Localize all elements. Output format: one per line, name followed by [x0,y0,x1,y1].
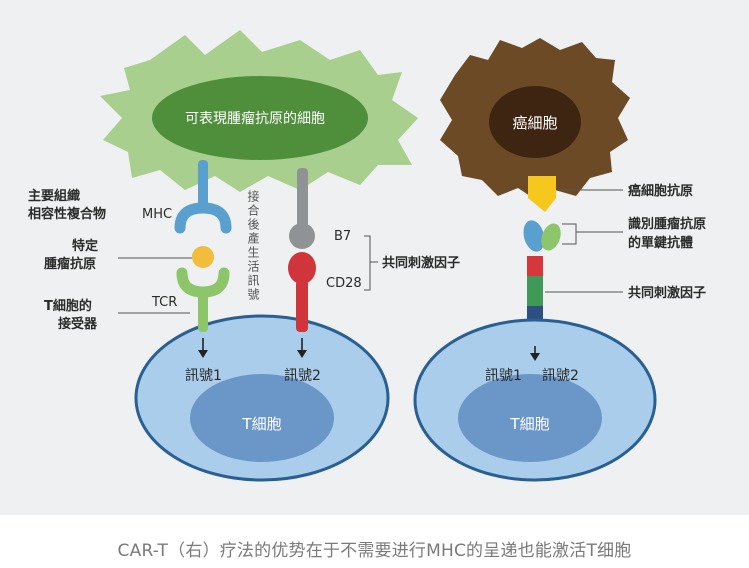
tcr-desc-line1: T細胞的 [44,298,92,314]
costim-label-left: 共同刺激因子 [382,255,460,271]
costim-bracket-left [364,235,378,291]
tcr-label: TCR [151,295,177,310]
figure-caption: CAR-T（右）疗法的优势在于不需要进行MHC的呈递也能激活T细胞 [117,541,632,561]
signal2-label-left: 訊號2 [284,368,321,384]
cancer-nucleus [489,86,581,158]
apc-nucleus [152,76,368,160]
cart-diagram: 可表現腫瘤抗原的細胞 T細胞 訊號1 訊號2 主要組織 相容性複合物 MHC 特… [28,30,711,482]
cancer-antigen [528,176,556,212]
signal1-label-right: 訊號1 [485,368,522,384]
signal-arrowhead-right [530,353,540,361]
b7-head [289,223,315,249]
antigen-description: 特定 腫瘤抗原 [44,238,103,272]
mhc-desc-line2: 相容性複合物 [28,206,106,222]
car-costim-green [527,276,543,306]
mhc-receptor [174,202,232,234]
antigen-desc-line1: 特定 [72,238,98,254]
t-cell-left-label: T細胞 [241,415,281,433]
scfv-domain-1 [523,220,545,252]
costim-label-right: 共同刺激因子 [628,285,706,301]
t-cell-left-nucleus [190,374,334,462]
signal2-arrowhead-left [297,350,307,358]
scfv-desc-line1: 識別腫瘤抗原 [628,216,706,232]
scfv-bracket [562,223,623,245]
antigen-desc-line2: 腫瘤抗原 [44,256,96,272]
signal1-label-left: 訊號1 [185,368,222,384]
car-hinge-red [527,256,543,276]
scfv-desc-line2: 的單鍵抗體 [628,235,693,251]
tcr-receptor [176,267,230,298]
tumor-antigen [192,246,214,268]
scfv-domain-2 [541,223,561,251]
signal1-arrowhead-left [198,350,208,358]
mhc-desc-line1: 主要組織 [28,188,80,204]
diagram-panel: 可表現腫瘤抗原的細胞 T細胞 訊號1 訊號2 主要組織 相容性複合物 MHC 特… [0,0,749,515]
apc-label: 可表現腫瘤抗原的細胞 [185,110,325,127]
cd28-label: CD28 [326,276,362,291]
mhc-stalk [198,160,208,210]
b7-stalk [297,168,308,228]
mhc-label: MHC [142,207,172,222]
tcr-stalk [198,292,208,332]
t-cell-right-nucleus [458,374,602,462]
cancer-antigen-label: 癌細胞抗原 [628,183,693,199]
vertical-note: 接合後產生活訊號 [246,189,260,302]
t-cell-right-label: T細胞 [509,415,549,433]
b7-label: B7 [334,229,351,244]
cd28-stalk [296,280,308,332]
signal2-label-right: 訊號2 [542,368,579,384]
mhc-description: 主要組織 相容性複合物 [28,188,106,222]
tcr-description: T細胞的 接受器 [44,298,98,332]
cd28-head [288,252,316,284]
scfv-description: 識別腫瘤抗原 的單鍵抗體 [628,216,711,251]
cancer-cell-label: 癌細胞 [512,114,557,132]
tcr-desc-line2: 接受器 [58,316,98,332]
